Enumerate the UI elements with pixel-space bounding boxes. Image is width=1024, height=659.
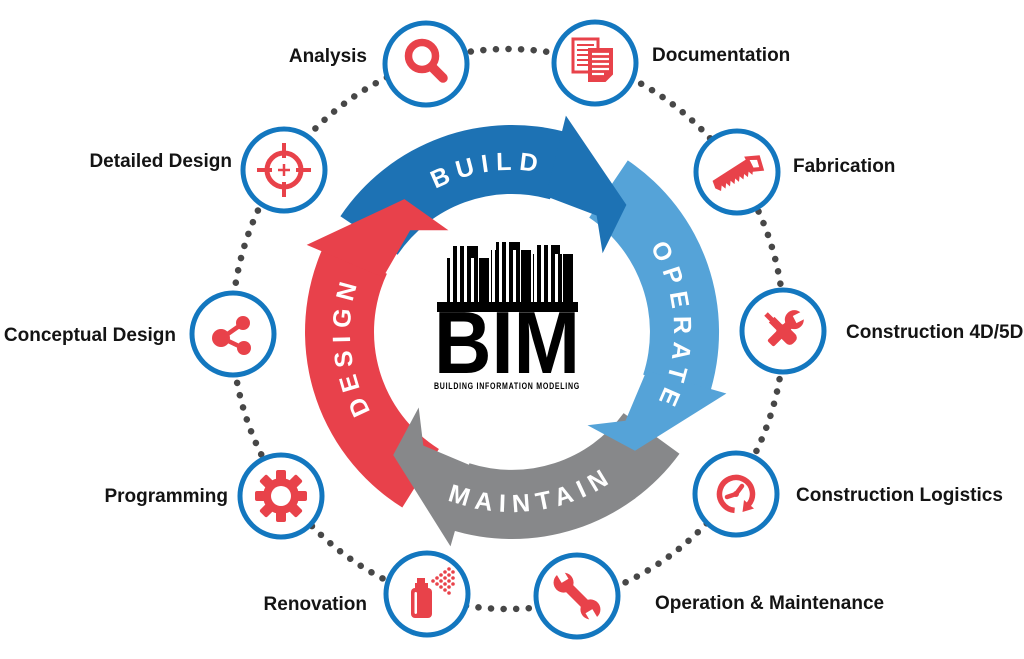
saw-icon	[712, 155, 765, 192]
ring-arrow-design-head	[306, 199, 449, 278]
ring-arrows	[305, 115, 727, 547]
crosshair-icon	[257, 143, 311, 197]
clock-arrow-icon	[716, 474, 756, 514]
wrench-icon	[553, 566, 601, 626]
crossed-tools-icon	[764, 310, 809, 347]
node-label-conceptual-design: Conceptual Design	[4, 325, 176, 346]
bim-logo-text: BIM	[434, 293, 580, 392]
node-label-analysis: Analysis	[289, 46, 367, 67]
node-renovation	[383, 550, 471, 638]
gear-icon	[255, 470, 307, 522]
node-detailed-design	[240, 126, 328, 214]
share-icon	[212, 316, 251, 355]
bim-logo-subtext: BUILDING INFORMATION MODELING	[434, 381, 580, 392]
node-conceptual-design	[189, 290, 277, 378]
node-label-construction-logistics: Construction Logistics	[796, 485, 1003, 506]
node-label-fabrication: Fabrication	[793, 156, 895, 177]
node-circle	[189, 290, 277, 378]
nodes	[189, 19, 827, 640]
bim-logo: BIM BUILDING INFORMATION MODELING	[434, 242, 580, 392]
node-programming	[237, 452, 325, 540]
node-operation-maintenance	[533, 552, 621, 640]
node-label-detailed-design: Detailed Design	[89, 151, 232, 172]
ring-arrow-operate-head	[587, 370, 727, 451]
node-label-programming: Programming	[104, 486, 228, 507]
ring-arrow-build-head	[545, 115, 627, 254]
node-analysis	[382, 20, 470, 108]
node-construction-4d5d	[739, 287, 827, 375]
node-label-renovation: Renovation	[264, 594, 367, 615]
node-label-construction-4d5d: Construction 4D/5D	[846, 322, 1023, 343]
ring-arrow-operate-body	[589, 160, 720, 396]
ring-arrow-maintain-body	[448, 413, 680, 540]
bim-buildings-logo	[437, 242, 578, 312]
node-fabrication	[693, 128, 781, 216]
ring-arrow-maintain-head	[393, 407, 474, 547]
node-construction-logistics	[692, 450, 780, 538]
spray-can-icon	[411, 567, 455, 618]
node-label-operation-maintenance: Operation & Maintenance	[655, 593, 884, 614]
documents-icon	[571, 37, 614, 83]
node-labels: Analysis Documentation Fabrication Const…	[4, 45, 1023, 615]
magnifier-icon	[404, 38, 448, 83]
node-circle	[382, 20, 470, 108]
node-documentation	[551, 19, 639, 107]
node-label-documentation: Documentation	[652, 45, 790, 66]
